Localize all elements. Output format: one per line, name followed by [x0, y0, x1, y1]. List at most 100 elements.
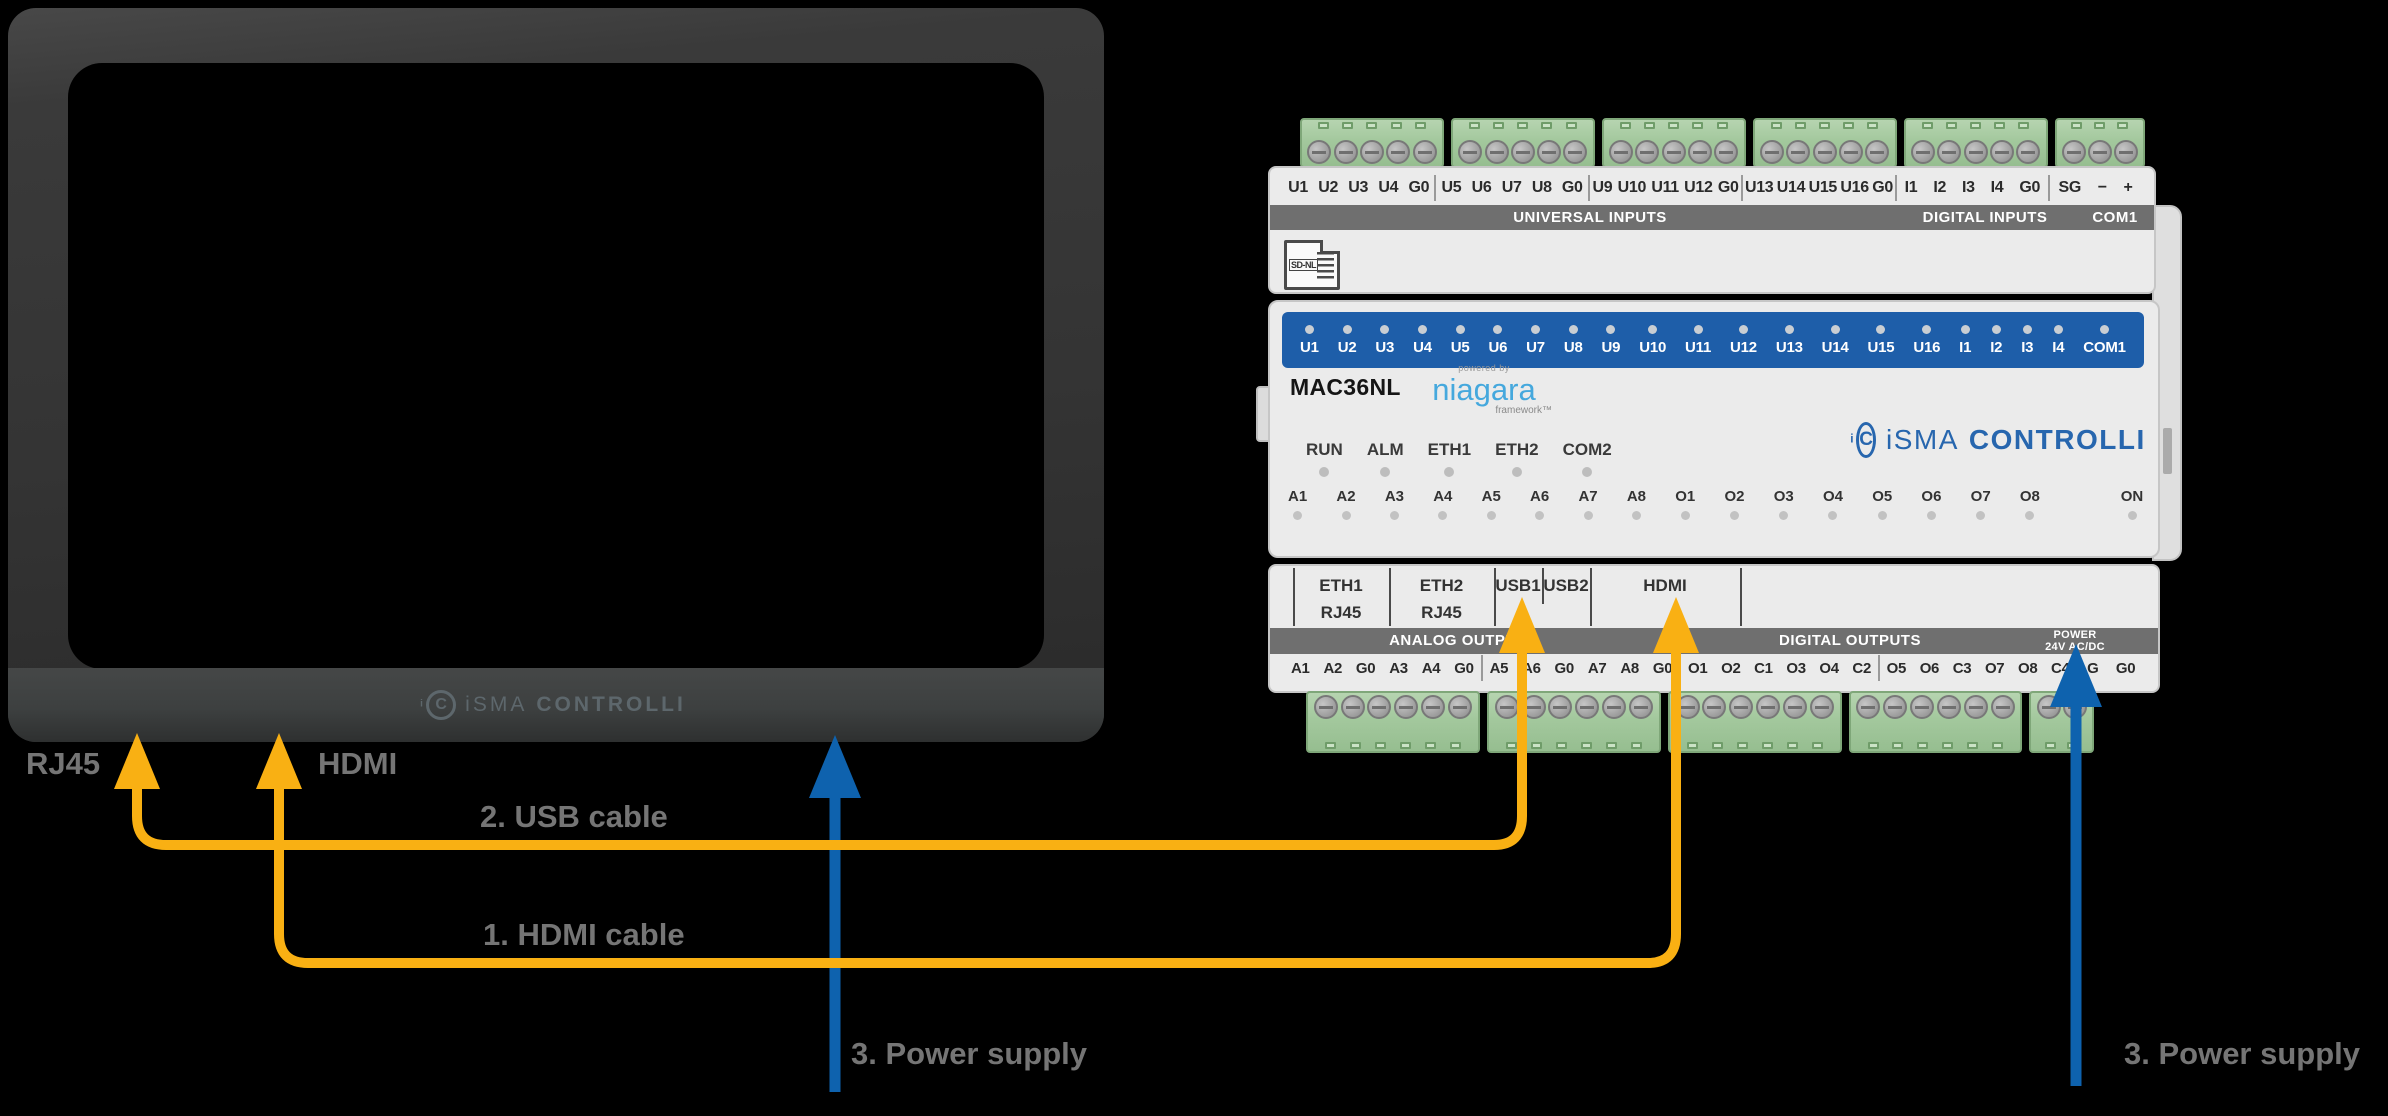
terminal-block — [2054, 118, 2145, 168]
terminal-label: U10 — [1617, 179, 1647, 196]
terminal-label: G0 — [2115, 659, 2136, 677]
status-led-text: RUN — [1306, 440, 1343, 459]
sd-card-pins — [1317, 252, 1334, 282]
terminal-screw — [1989, 140, 2014, 164]
terminal-screw — [1340, 695, 1365, 719]
terminal-clamp-tab — [1493, 122, 1505, 129]
led-indicator: U2 — [1337, 324, 1357, 356]
port-usb1: USB1 — [1494, 566, 1542, 626]
io-led-text: O7 — [1970, 488, 1991, 505]
led-indicator-text: I1 — [1959, 338, 1972, 356]
terminal-screw — [1521, 695, 1546, 719]
led-indicator: U9 — [1601, 324, 1621, 356]
status-led: ETH2 — [1495, 440, 1539, 477]
led-indicator-text: U2 — [1337, 338, 1357, 356]
terminal-screw — [1367, 695, 1392, 719]
terminal-label: U1 — [1288, 179, 1308, 196]
terminal-screw — [1839, 140, 1864, 164]
terminal-clamp-tab — [1541, 122, 1553, 129]
terminal-clamp-tab — [1342, 122, 1354, 129]
terminal-label: O8 — [2017, 659, 2038, 677]
status-led-dot — [1511, 467, 1522, 477]
status-led-dot — [1380, 467, 1391, 477]
terminal-label: O3 — [1786, 659, 1806, 677]
port-divider — [1590, 568, 1592, 626]
led-indicator: U6 — [1488, 324, 1507, 356]
led-indicator: U12 — [1730, 324, 1757, 356]
terminal-screw — [1786, 140, 1811, 164]
terminal-label: A6 — [1522, 659, 1541, 677]
led-indicator-dot — [2100, 324, 2110, 334]
terminal-label: U2 — [1318, 179, 1339, 196]
io-led: A1 — [1288, 488, 1307, 520]
top-terminal-blocks — [1300, 118, 2145, 168]
terminal-clamp-tab — [2094, 122, 2106, 129]
terminal-screw — [2016, 140, 2041, 164]
led-indicator-text: U7 — [1526, 338, 1545, 356]
terminal-clamp-tab — [1399, 742, 1411, 749]
led-indicator: U4 — [1413, 324, 1432, 356]
io-led-dot — [1631, 511, 1641, 520]
led-indicator-text: I4 — [2052, 338, 2065, 356]
terminal-screw — [2036, 695, 2061, 719]
led-indicator-text: U1 — [1300, 338, 1319, 356]
terminal-clamp-tab — [1605, 742, 1617, 749]
led-indicator-dot — [1568, 324, 1578, 334]
led-indicator: I2 — [1990, 324, 2003, 356]
monitor-screen — [68, 63, 1044, 669]
led-indicator-dot — [1960, 324, 1970, 334]
led-indicator: U1 — [1300, 324, 1319, 356]
terminal-label: O7 — [1984, 659, 2005, 677]
led-indicator-text: U9 — [1601, 338, 1621, 356]
terminal-clamp-tab — [2045, 742, 2057, 749]
top-section-bar: UNIVERSAL INPUTS DIGITAL INPUTS COM1 — [1270, 205, 2154, 230]
led-indicator-text: U16 — [1913, 338, 1941, 356]
terminal-clamp-tab — [2018, 122, 2030, 129]
led-indicator: U3 — [1375, 324, 1394, 356]
terminal-clamp-tab — [1630, 742, 1642, 749]
terminal-clamp-tab — [1795, 122, 1807, 129]
led-indicator-text: I3 — [2021, 338, 2034, 356]
power-section-label: POWER 24V AC/DC — [2045, 629, 2105, 653]
terminal-label: C2 — [1852, 659, 1871, 677]
status-led-text: ETH2 — [1495, 440, 1539, 459]
io-led-text: A7 — [1578, 488, 1598, 505]
monitor-power-arrowhead — [809, 735, 861, 798]
terminal-clamp-tab — [1761, 742, 1773, 749]
port-label: HDMI — [1643, 576, 1687, 595]
io-led: O3 — [1774, 488, 1794, 520]
terminal-screw — [1359, 140, 1384, 164]
io-led-dot — [1779, 511, 1789, 520]
terminal-clamp-tab — [1692, 122, 1704, 129]
led-indicator-text: U12 — [1730, 338, 1757, 356]
terminal-screw — [1883, 695, 1908, 719]
bottom-terminal-blocks — [1306, 691, 2094, 753]
brand-prefix: iSMA — [1886, 424, 1959, 455]
status-led: RUN — [1306, 440, 1343, 477]
hdmi-cable-label: 1. HDMI cable — [483, 917, 685, 952]
led-indicator-dot — [1493, 324, 1503, 334]
terminal-label: U14 — [1776, 179, 1806, 196]
terminal-clamp-tab — [1917, 742, 1929, 749]
terminal-screw — [1937, 140, 1962, 164]
terminal-label: U13 — [1744, 179, 1774, 196]
terminal-screw — [1675, 695, 1700, 719]
led-indicator-text: U4 — [1413, 338, 1432, 356]
terminal-label: G0 — [1554, 659, 1575, 677]
usb-cable-label: 2. USB cable — [480, 799, 668, 834]
digital-outputs-label: DIGITAL OUTPUTS — [1779, 632, 1921, 649]
terminal-clamp-tab — [2117, 122, 2129, 129]
terminal-label: G0 — [1561, 179, 1583, 196]
io-led-text: A1 — [1288, 488, 1308, 505]
led-indicator: U7 — [1526, 324, 1545, 356]
port-divider — [1293, 568, 1295, 626]
terminal-label: U15 — [1808, 179, 1838, 196]
